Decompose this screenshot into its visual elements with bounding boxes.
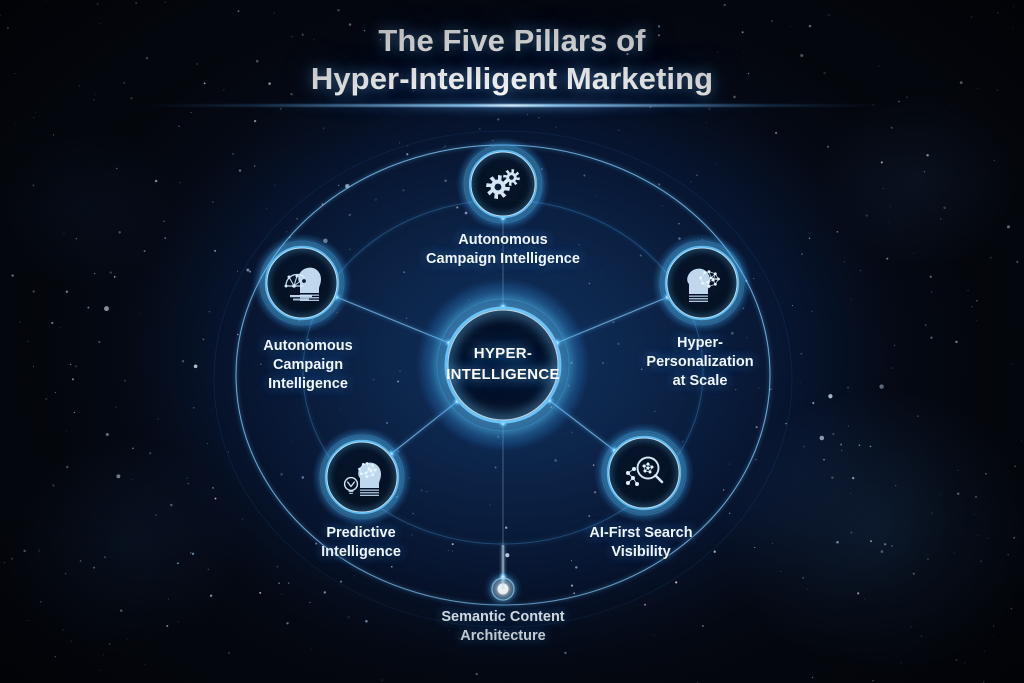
node-ai-first-search-visibility[interactable] <box>594 423 694 523</box>
node-autonomous-campaign-intelligence-left[interactable] <box>252 233 352 333</box>
node-predictive-intelligence[interactable] <box>312 427 412 527</box>
hub-node <box>416 278 590 452</box>
node-autonomous-campaign-intelligence-top[interactable] <box>456 137 550 231</box>
node-hyper-personalization-at-scale[interactable] <box>652 233 752 333</box>
node-semantic-content-architecture[interactable] <box>483 545 523 609</box>
